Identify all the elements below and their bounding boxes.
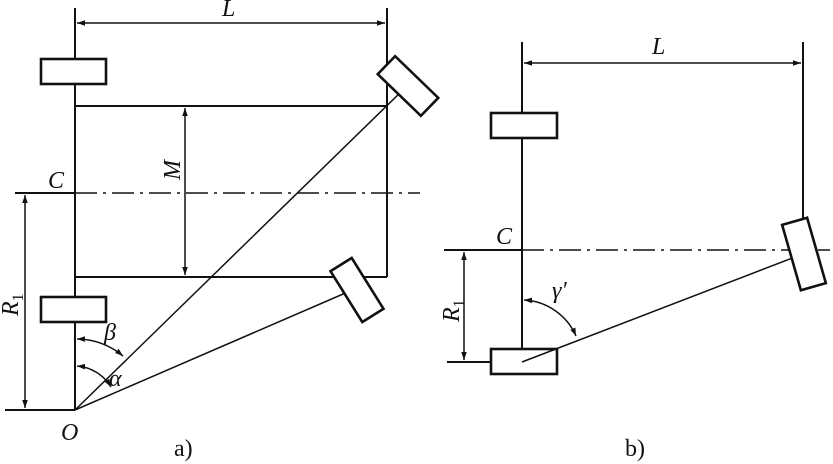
angle-alpha-arc [76,363,112,388]
front-wheel-inner [328,256,386,324]
label-R1-b-main: R [439,307,465,323]
angle-gamma-arc [523,297,577,337]
label-C-b: C [496,224,513,250]
angle-beta-arc [76,336,124,357]
label-M: M [160,158,186,181]
panel-a: L M R1 C β α O a) [0,0,441,462]
label-O: O [61,420,78,446]
label-gamma: γ′ [552,278,567,304]
line-O-to-inner-wheel [74,287,358,411]
label-R1-b: R1 [439,299,468,323]
label-L: L [221,0,235,22]
label-R1: R1 [0,293,27,317]
label-beta: β [103,320,116,346]
caption-a: a) [174,436,193,462]
label-R1-sub: 1 [10,293,27,301]
caption-b: b) [625,436,645,462]
line-rear-to-front-b [521,251,809,363]
rear-wheel-top-b [489,111,559,140]
front-wheel-outer [375,54,441,118]
label-L-b: L [651,34,665,60]
front-wheel-b [780,216,828,292]
label-R1-b-sub: 1 [451,299,468,307]
label-R1-main: R [0,301,24,317]
label-alpha: α [109,366,122,392]
panel-b: L C R1 γ′ b) [439,34,830,462]
label-C: C [48,168,65,194]
line-O-to-outer-wheel [74,87,406,411]
rear-wheel-bottom [39,295,108,324]
rear-wheel-top [39,57,108,86]
